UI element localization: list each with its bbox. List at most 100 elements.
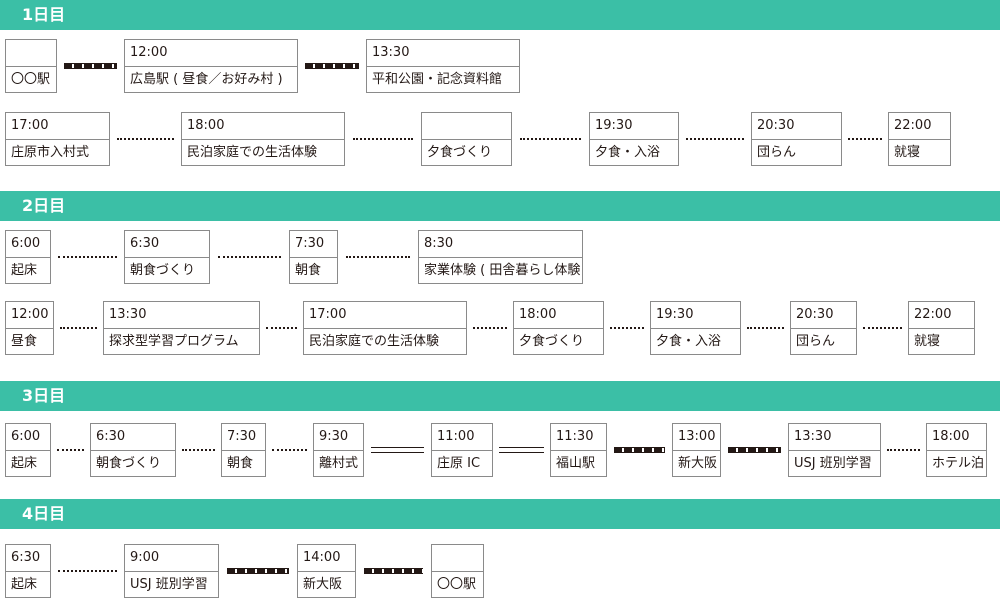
dotted-connector [346, 256, 410, 258]
schedule-time: 22:00 [894, 118, 932, 133]
day-header: 3日目 [0, 381, 1000, 411]
schedule-time: 20:30 [757, 118, 795, 133]
schedule-time: 18:00 [519, 307, 557, 322]
schedule-label: 夕食づくり [519, 334, 585, 349]
schedule-box: 12:00 広島駅 ( 昼食／お好み村 ) [124, 39, 298, 93]
schedule-label: 朝食 [227, 456, 254, 471]
dotted-connector [686, 138, 744, 140]
railway-connector [227, 568, 289, 574]
schedule-divider [182, 139, 344, 140]
schedule-divider [673, 450, 720, 451]
schedule-time: 19:30 [595, 118, 633, 133]
schedule-time: 8:30 [424, 236, 454, 251]
schedule-divider [590, 139, 678, 140]
schedule-time: 17:00 [309, 307, 347, 322]
schedule-label: 新大阪 [303, 577, 343, 592]
schedule-time [422, 113, 511, 139]
dotted-connector [887, 449, 920, 451]
schedule-divider [6, 257, 50, 258]
schedule-time: 7:30 [295, 236, 325, 251]
schedule-box: 9:30 離村式 [313, 423, 364, 477]
day-header: 1日目 [0, 0, 1000, 30]
schedule-label: 庄原 IC [437, 456, 481, 471]
schedule-time: 18:00 [932, 429, 970, 444]
road-connector [371, 447, 424, 453]
schedule-divider [6, 139, 109, 140]
dotted-connector [272, 449, 307, 451]
day-header: 2日目 [0, 191, 1000, 221]
schedule-time: 13:30 [109, 307, 147, 322]
schedule-divider [304, 328, 466, 329]
schedule-box: 〇〇駅 [431, 544, 484, 598]
schedule-time: 12:00 [11, 307, 49, 322]
dotted-connector [610, 327, 644, 329]
schedule-label: 民泊家庭での生活体験 [309, 334, 440, 349]
railway-connector [364, 568, 423, 574]
schedule-time: 13:30 [372, 45, 410, 60]
schedule-divider [791, 328, 856, 329]
schedule-label: 平和公園・記念資料館 [372, 72, 503, 87]
dotted-connector [58, 570, 117, 572]
schedule-label: 昼食 [11, 334, 38, 349]
schedule-time [432, 545, 483, 571]
schedule-time: 19:30 [656, 307, 694, 322]
schedule-divider [419, 257, 582, 258]
schedule-divider [6, 571, 50, 572]
schedule-divider [125, 571, 218, 572]
schedule-label: 新大阪 [678, 456, 718, 471]
dotted-connector [863, 327, 902, 329]
schedule-time: 17:00 [11, 118, 49, 133]
schedule-label: 民泊家庭での生活体験 [187, 145, 318, 160]
schedule-divider [651, 328, 740, 329]
dotted-connector [266, 327, 297, 329]
schedule-box: 20:30 団らん [751, 112, 842, 166]
schedule-divider [6, 66, 56, 67]
dotted-connector [353, 138, 413, 140]
schedule-box: 〇〇駅 [5, 39, 57, 93]
dotted-connector [848, 138, 882, 140]
schedule-divider [298, 571, 355, 572]
railway-connector [614, 447, 665, 453]
schedule-time: 6:30 [130, 236, 160, 251]
schedule-divider [551, 450, 606, 451]
schedule-divider [909, 328, 974, 329]
schedule-box: 22:00 就寝 [888, 112, 951, 166]
schedule-box: 13:30 平和公園・記念資料館 [366, 39, 520, 93]
schedule-box: 17:00 民泊家庭での生活体験 [303, 301, 467, 355]
schedule-label: 離村式 [319, 456, 359, 471]
dotted-connector [520, 138, 581, 140]
railway-connector [64, 63, 117, 69]
schedule-box: 8:30 家業体験 ( 田舎暮らし体験 ) [418, 230, 583, 284]
schedule-time: 22:00 [914, 307, 952, 322]
schedule-label: 起床 [11, 577, 38, 592]
schedule-label: 家業体験 ( 田舎暮らし体験 ) [424, 263, 583, 278]
schedule-divider [125, 66, 297, 67]
schedule-time: 11:00 [437, 429, 475, 444]
schedule-box: 夕食づくり [421, 112, 512, 166]
schedule-label: 夕食・入浴 [656, 334, 722, 349]
dotted-connector [57, 449, 84, 451]
schedule-time: 12:00 [130, 45, 168, 60]
schedule-divider [422, 139, 511, 140]
schedule-divider [889, 139, 950, 140]
schedule-label: 朝食づくり [130, 263, 196, 278]
schedule-box: 19:30 夕食・入浴 [650, 301, 741, 355]
schedule-time: 6:00 [11, 236, 41, 251]
schedule-label: 〇〇駅 [11, 72, 51, 87]
schedule-label: USJ 班別学習 [794, 456, 872, 471]
road-connector [499, 447, 544, 453]
schedule-time: 9:30 [319, 429, 349, 444]
schedule-label: 〇〇駅 [437, 577, 477, 592]
schedule-label: 広島駅 ( 昼食／お好み村 ) [130, 72, 283, 87]
schedule-label: 団らん [757, 145, 797, 160]
schedule-label: 就寝 [894, 145, 921, 160]
schedule-time: 13:30 [794, 429, 832, 444]
